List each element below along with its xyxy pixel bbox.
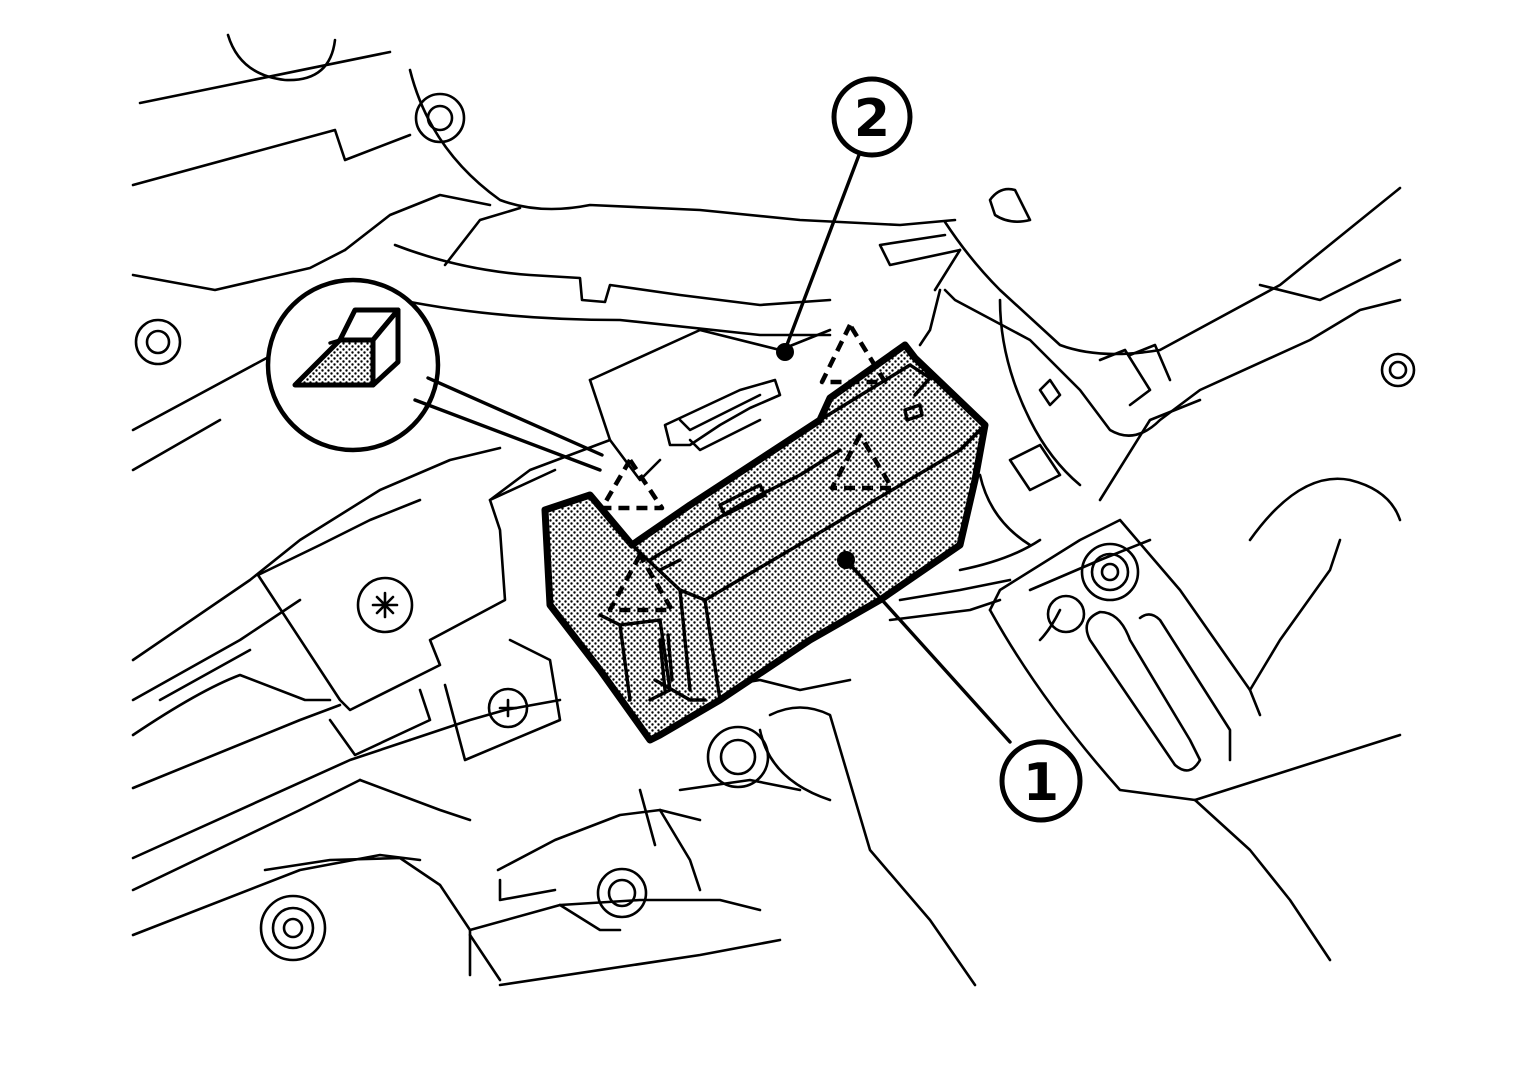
clip-marker-icon: [599, 457, 665, 511]
callout-2-pointer: [776, 343, 794, 361]
bolt-hole-icon: [1380, 352, 1416, 388]
callout-2-circle: [831, 76, 913, 158]
clip-location-markers: [599, 322, 895, 613]
hardware-fasteners: [134, 92, 1416, 962]
screw-icon: [487, 687, 529, 729]
clip-marker-icon: [607, 552, 675, 613]
bolt-hole-icon: [259, 894, 327, 962]
detail-magnifier: [265, 277, 604, 472]
callout-1-circle: [999, 739, 1083, 823]
bolt-hole-icon: [1080, 542, 1140, 602]
screw-icon: [356, 576, 414, 634]
clip-marker-icon: [819, 322, 888, 385]
clip-marker-icon: [829, 432, 895, 491]
callout-1-pointer: [837, 551, 855, 569]
bolt-hole-icon: [596, 867, 648, 919]
callout-1-label: 1: [1023, 753, 1059, 813]
bolt-hole-icon: [1046, 594, 1086, 634]
callout-2: 2: [776, 76, 913, 361]
callout-2-label: 2: [854, 89, 890, 149]
body-panel-linework: [131, 33, 1402, 987]
clip-detail-icon: [292, 307, 401, 388]
callout-1: 1: [837, 551, 1083, 823]
bolt-hole-icon: [414, 92, 466, 144]
highlighted-component-box: [541, 341, 989, 744]
bolt-hole-icon: [706, 725, 770, 789]
bolt-hole-icon: [134, 318, 182, 366]
